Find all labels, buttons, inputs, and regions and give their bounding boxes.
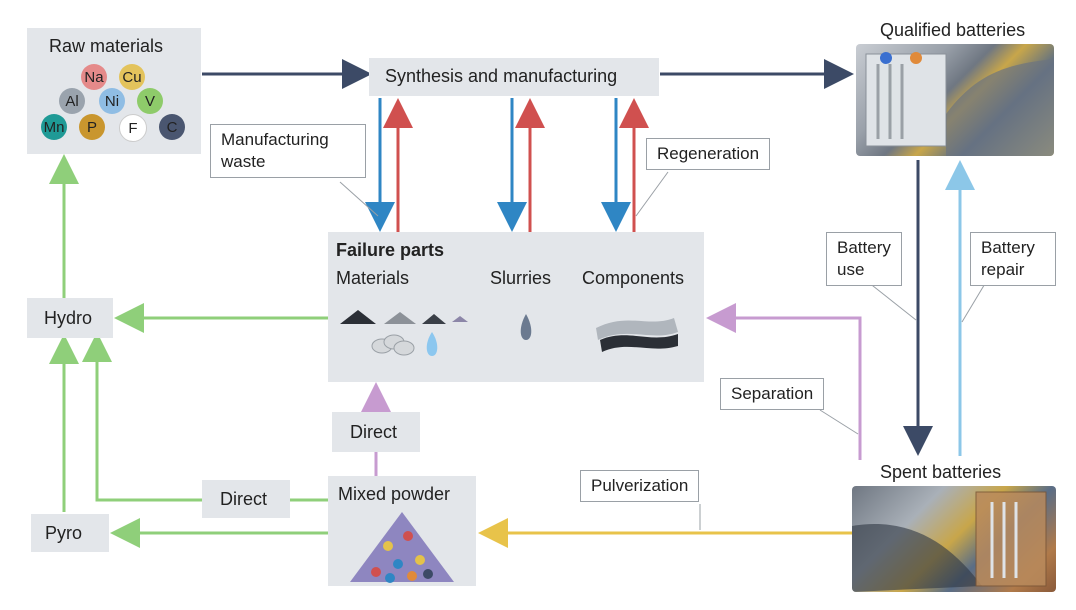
direct-left-box: Direct [202, 480, 290, 518]
element-v-icon: V [137, 88, 163, 114]
mixed-powder-box: Mixed powder [328, 476, 476, 586]
element-cu-icon: Cu [119, 64, 145, 90]
spent-batteries-label: Spent batteries [880, 462, 1002, 482]
element-na-icon: Na [81, 64, 107, 90]
synthesis-box: Synthesis and manufacturing [369, 58, 659, 96]
element-al-icon: Al [59, 88, 85, 114]
regeneration-callout: Regeneration [646, 138, 771, 170]
components-label: Components [582, 268, 685, 288]
element-c-icon: C [159, 114, 185, 140]
qualified-batteries-label: Qualified batteries [880, 20, 1026, 40]
battery-repair-callout: Battery repair [970, 232, 1056, 286]
powder-pile-icon [350, 512, 454, 583]
direct-left-label: Direct [220, 489, 268, 509]
failure-parts-title: Failure parts [336, 240, 445, 260]
direct-up-label: Direct [350, 422, 398, 442]
slurries-label: Slurries [490, 268, 552, 288]
element-ni-icon: Ni [99, 88, 125, 114]
separation-callout: Separation [720, 378, 825, 410]
material-pile-icon [340, 310, 376, 324]
materials-label: Materials [336, 268, 410, 288]
pulverization-callout: Pulverization [580, 470, 700, 502]
manufacturing-waste-callout: Manufacturing waste [210, 124, 366, 178]
qualified-battery-image [856, 44, 1054, 156]
raw-materials-box: Raw materials Na Cu Al Ni V Mn P F C [27, 28, 201, 154]
direct-up-box: Direct [332, 412, 420, 452]
hydro-box: Hydro [27, 298, 113, 338]
failure-parts-box: Failure parts Materials Slurries Compone… [328, 232, 704, 382]
synthesis-label: Synthesis and manufacturing [385, 66, 618, 86]
element-f-icon: F [119, 114, 147, 142]
element-p-icon: P [79, 114, 105, 140]
failure-parts-icons [340, 310, 678, 356]
raw-materials-title: Raw materials [49, 36, 164, 56]
droplet-icon [426, 332, 438, 356]
element-mn-icon: Mn [41, 114, 67, 140]
pyro-label: Pyro [45, 523, 83, 543]
slurry-droplet-icon [520, 314, 532, 340]
pyro-box: Pyro [31, 514, 109, 552]
battery-use-callout: Battery use [826, 232, 902, 286]
hydro-label: Hydro [44, 308, 93, 328]
mixed-powder-label: Mixed powder [338, 484, 451, 504]
spent-battery-image [852, 486, 1056, 592]
component-sheets-icon [596, 318, 678, 340]
